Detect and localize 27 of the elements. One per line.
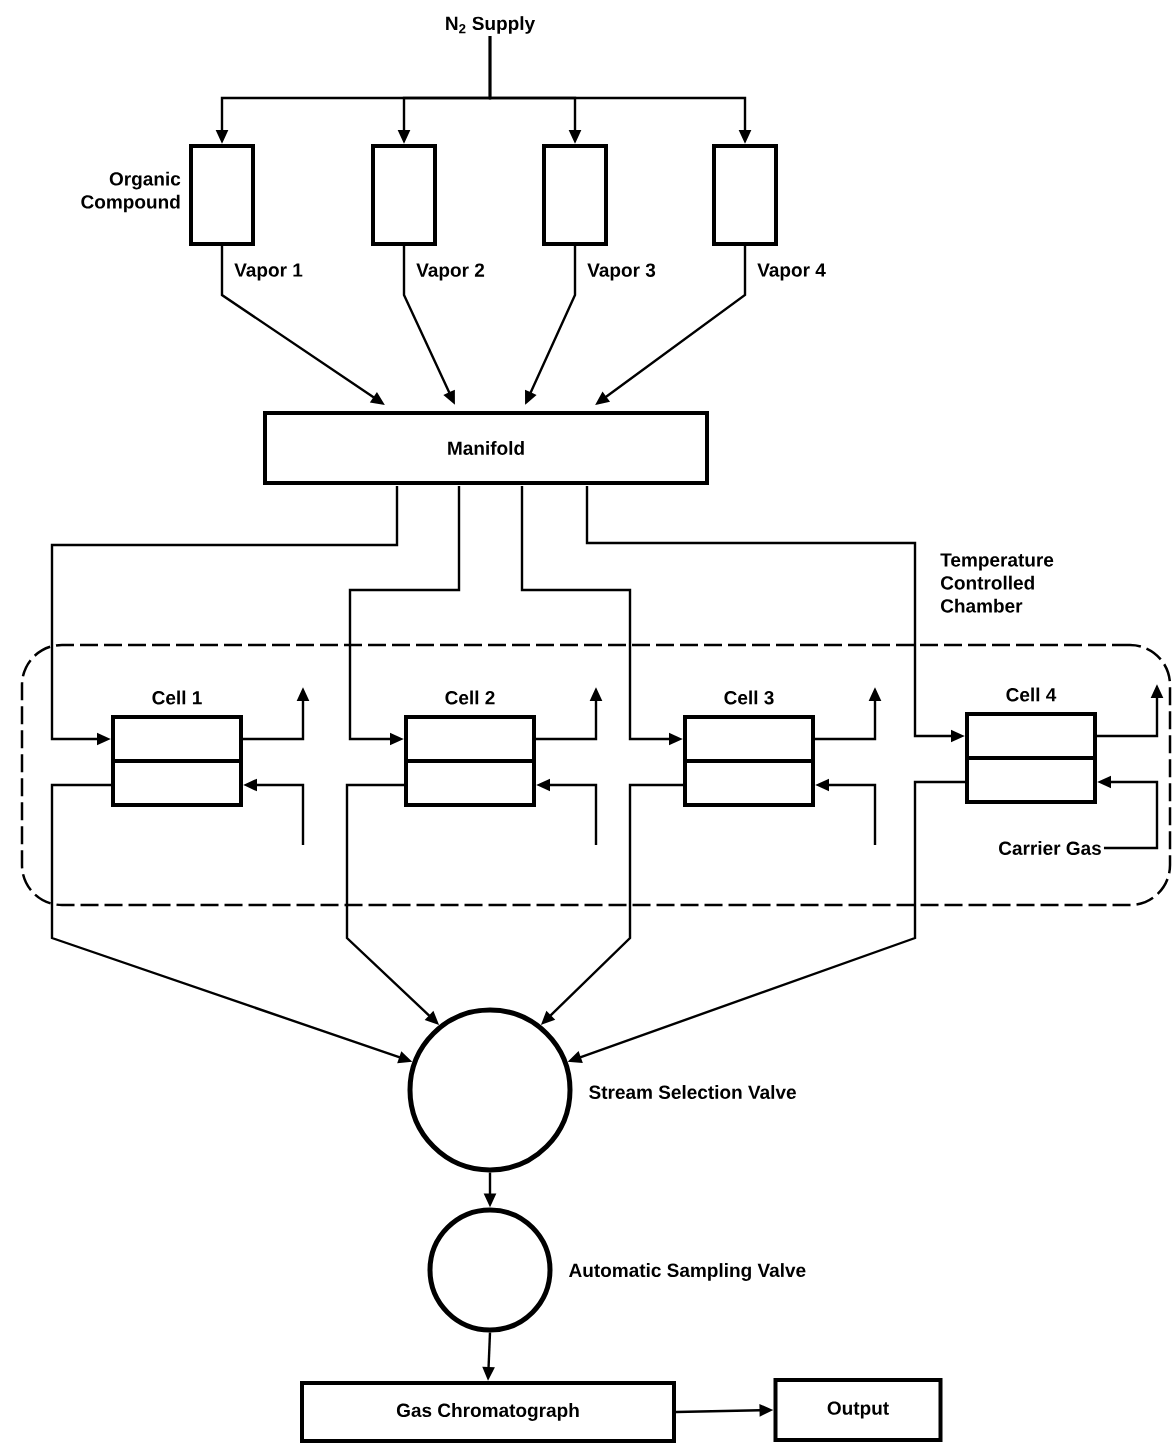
carrier-gas-label: Carrier Gas: [999, 841, 1101, 855]
cell-box: Cell 3: [683, 690, 815, 807]
vessel-label: Organic Compound: [81, 171, 181, 213]
valve-circle: [427, 1207, 553, 1333]
edge-label: Vapor 3: [585, 261, 658, 283]
process-box: Output: [773, 1378, 943, 1442]
process-box: Gas Chromatograph: [300, 1381, 676, 1443]
edge-label: Vapor 4: [755, 261, 828, 283]
valve-circle: [407, 1007, 573, 1173]
edge-label: Vapor 1: [232, 261, 305, 283]
process-box: Manifold: [263, 411, 709, 485]
vessel-box: [712, 144, 778, 246]
vessel-box: [371, 144, 437, 246]
node-label: Temperature Controlled Chamber: [940, 553, 1054, 613]
valve-label: Stream Selection Valve: [589, 1085, 796, 1099]
node-label: Cell 1: [152, 690, 202, 705]
vessel-box: [542, 144, 608, 246]
source-label: N$_{2}$ Supply: [446, 16, 535, 34]
edge-label: Vapor 2: [414, 261, 487, 283]
cell-box: Cell 4: [965, 687, 1097, 804]
node-label: Cell 4: [1006, 687, 1057, 702]
cell-box: Cell 2: [404, 690, 536, 807]
cell-box: Cell 1: [111, 690, 243, 807]
node-label: Cell 3: [724, 690, 774, 705]
vessel-box: [189, 144, 255, 246]
node-label: Cell 2: [445, 690, 495, 705]
valve-label: Automatic Sampling Valve: [569, 1263, 806, 1281]
